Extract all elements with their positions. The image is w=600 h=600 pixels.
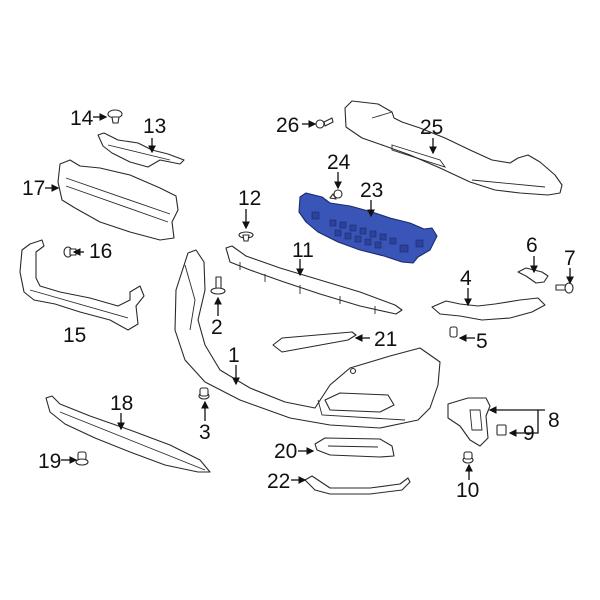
part-17-upper-support[interactable] bbox=[57, 159, 179, 241]
part-11-grille-trim[interactable] bbox=[225, 245, 403, 315]
callout-24: 24 bbox=[327, 151, 351, 174]
callout-3: 3 bbox=[199, 421, 211, 444]
callout-17: 17 bbox=[22, 177, 46, 200]
part-1-bumper-cover[interactable] bbox=[174, 249, 441, 429]
part-6-bracket-clip[interactable] bbox=[517, 267, 549, 284]
part-22-molding[interactable] bbox=[304, 475, 411, 495]
part-23-energy-absorber[interactable] bbox=[298, 192, 438, 264]
leader-lines bbox=[45, 113, 574, 484]
callout-26: 26 bbox=[276, 114, 300, 137]
callout-10: 10 bbox=[456, 479, 480, 502]
part-25-reinforcement-beam[interactable] bbox=[344, 100, 563, 196]
callout-23: 23 bbox=[360, 179, 384, 202]
part-7-screw[interactable] bbox=[555, 282, 574, 294]
callout-8: 8 bbox=[548, 409, 560, 432]
part-14-clip[interactable] bbox=[107, 109, 123, 124]
part-3-clip[interactable] bbox=[198, 387, 210, 400]
callout-14: 14 bbox=[70, 107, 94, 130]
callout-15: 15 bbox=[63, 324, 87, 347]
callout-4: 4 bbox=[460, 267, 472, 290]
callout-1: 1 bbox=[228, 344, 240, 367]
callout-12: 12 bbox=[238, 187, 262, 210]
part-21-trim-strip[interactable] bbox=[272, 331, 357, 353]
callout-11: 11 bbox=[292, 239, 314, 262]
callout-2: 2 bbox=[211, 316, 223, 339]
callout-19: 19 bbox=[38, 450, 62, 473]
callout-22: 22 bbox=[267, 470, 291, 493]
part-10-clip[interactable] bbox=[462, 451, 474, 464]
callout-5: 5 bbox=[476, 330, 488, 353]
callout-13: 13 bbox=[143, 115, 167, 138]
callout-21: 21 bbox=[374, 328, 398, 351]
part-5-bolt[interactable] bbox=[449, 326, 458, 338]
callout-18: 18 bbox=[110, 392, 134, 415]
callout-20: 20 bbox=[274, 440, 298, 463]
part-19-clip[interactable] bbox=[75, 451, 89, 466]
part-12-clip[interactable] bbox=[238, 231, 254, 242]
part-2-screw[interactable] bbox=[210, 276, 226, 295]
part-8-lower-bracket[interactable] bbox=[447, 397, 491, 447]
part-26-bolt[interactable] bbox=[315, 117, 334, 129]
part-18-lower-deflector[interactable] bbox=[45, 395, 211, 473]
part-13-shield[interactable] bbox=[97, 132, 185, 168]
part-9-nut[interactable] bbox=[496, 424, 507, 436]
part-20-fog-lamp-trim[interactable] bbox=[314, 437, 395, 458]
part-4-bracket[interactable] bbox=[431, 297, 546, 321]
callout-6: 6 bbox=[526, 234, 538, 257]
callout-9: 9 bbox=[523, 422, 535, 445]
callout-16: 16 bbox=[89, 240, 113, 263]
callout-25: 25 bbox=[420, 116, 444, 139]
part-15-side-bracket[interactable] bbox=[19, 239, 145, 331]
part-24-clip[interactable] bbox=[329, 189, 343, 200]
callout-7: 7 bbox=[564, 247, 576, 270]
